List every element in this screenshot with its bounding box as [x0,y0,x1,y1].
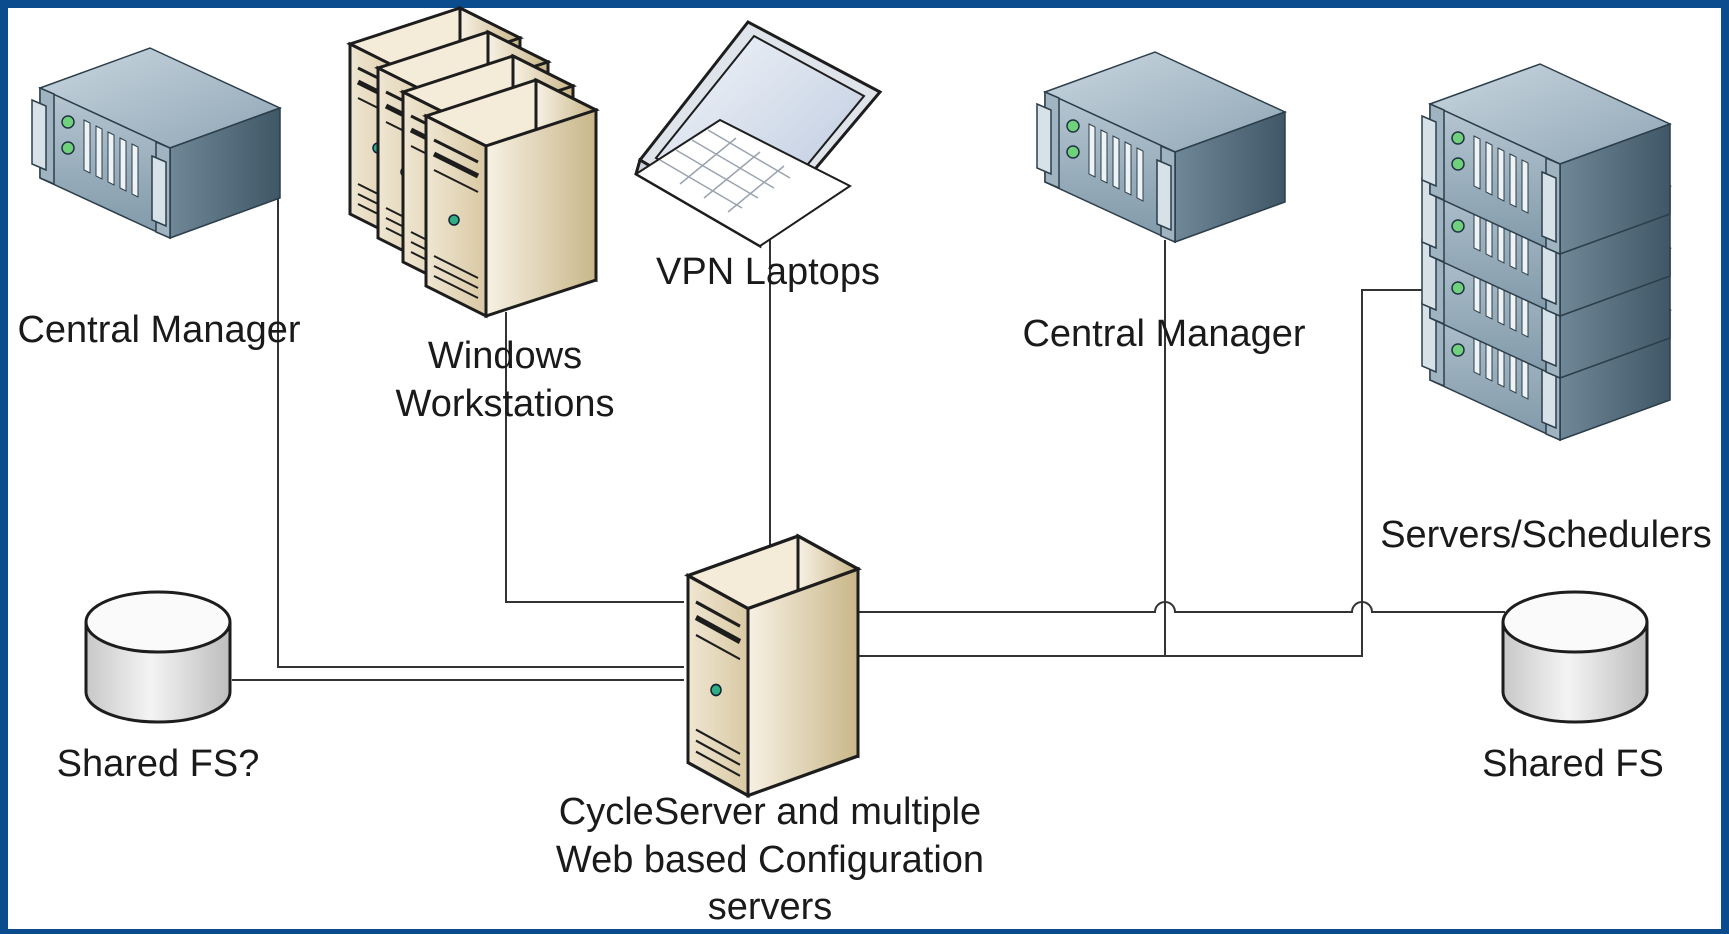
laptop-icon [634,20,883,249]
central-manager-right-label: Central Manager [1022,313,1305,355]
shared-fs-left-node: Shared FS? [57,590,260,785]
shared-fs-right-node: Shared FS [1482,590,1664,785]
disk-cylinder-icon [1501,590,1649,724]
windows-workstations-label-line2: Workstations [396,383,615,425]
central-manager-left-label: Central Manager [17,309,300,351]
shared-fs-left-label: Shared FS? [57,743,260,785]
server-rack-stack-icon [1421,63,1671,441]
servers-schedulers-node: Servers/Schedulers [1380,63,1712,556]
cycleserver-label-line2: Web based Configuration [556,839,984,881]
cycleserver-label-line3: servers [708,886,833,928]
connector-central-manager-left [277,170,684,668]
connector-servers-schedulers [1165,289,1430,657]
connector-lines [232,170,1505,681]
vpn-laptops-label: VPN Laptops [656,251,880,293]
connector-shared-fs-right [856,601,1505,613]
connector-windows-workstations [505,312,684,603]
windows-workstations-label-line1: Windows [428,335,582,377]
disk-cylinder-icon [84,590,232,724]
tower-server-icon [688,536,858,796]
cycleserver-node: CycleServer and multiple Web based Confi… [556,536,984,928]
vpn-laptops-node: VPN Laptops [634,20,883,293]
servers-schedulers-label: Servers/Schedulers [1380,514,1712,556]
cycleserver-label-line1: CycleServer and multiple [559,791,981,833]
shared-fs-right-label: Shared FS [1482,743,1664,785]
central-manager-left-node: Central Manager [17,47,301,351]
windows-workstations-node: Windows Workstations [350,8,614,425]
central-manager-right-node: Central Manager [1022,51,1306,355]
